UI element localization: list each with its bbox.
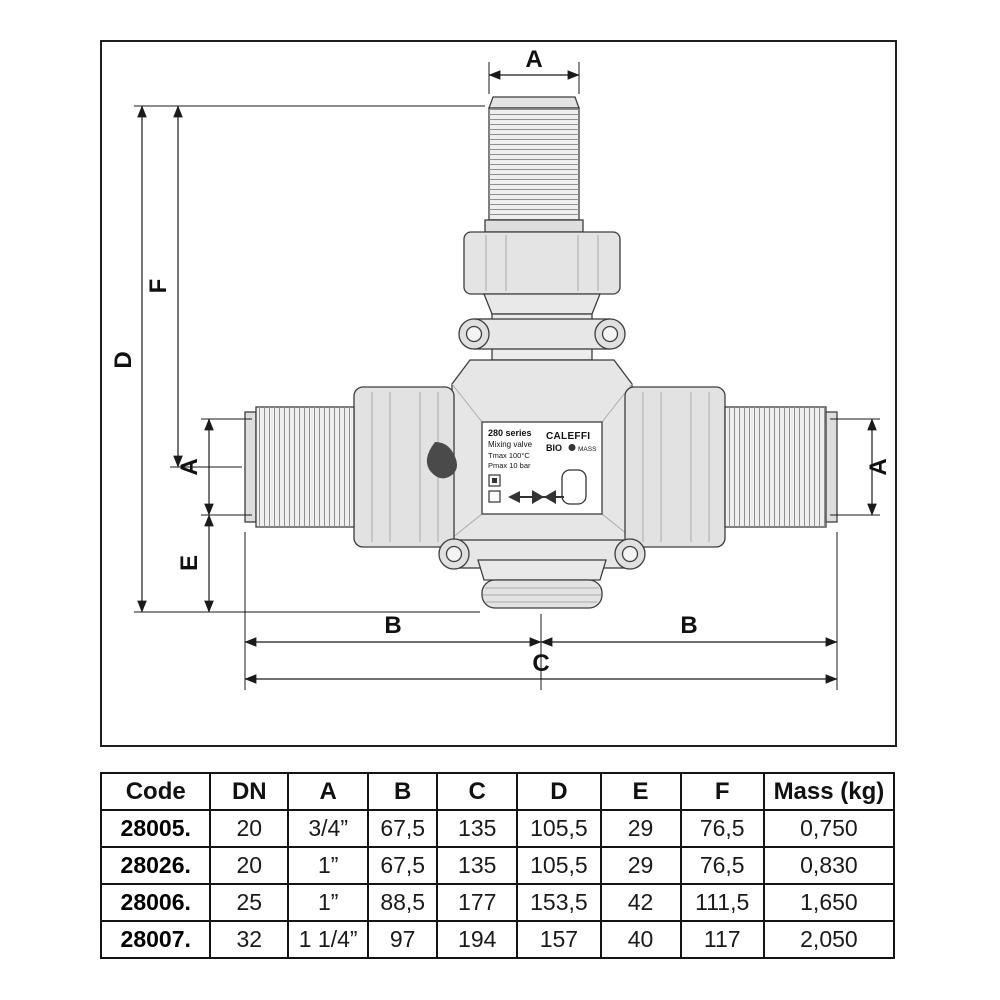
- cell-f: 76,5: [679, 846, 765, 885]
- cell-b: 67,5: [367, 846, 439, 885]
- cell-c: 194: [436, 920, 519, 959]
- cell-mass: 0,750: [762, 809, 896, 848]
- cell-d: 157: [516, 920, 602, 959]
- technical-drawing-panel: 280 series Mixing valve Tmax 100°C Pmax …: [100, 40, 897, 747]
- valve-symbol-icon: [532, 490, 556, 504]
- cell-dn: 20: [209, 846, 290, 885]
- dimensions-table: Code DN A B C D E F Mass (kg) 28005. 20 …: [99, 772, 896, 959]
- dim-label-c: C: [532, 650, 549, 677]
- cell-f: 117: [679, 920, 765, 959]
- label-tmax: Tmax 100°C: [488, 451, 530, 460]
- cell-f: 111,5: [679, 883, 765, 922]
- cell-dn: 20: [209, 809, 290, 848]
- cell-c: 135: [436, 846, 519, 885]
- right-union-nut: [624, 386, 726, 548]
- cell-dn: 25: [209, 883, 290, 922]
- cell-d: 153,5: [516, 883, 602, 922]
- col-header-e: E: [599, 772, 682, 811]
- col-header-b: B: [367, 772, 439, 811]
- dim-label-b-left: B: [384, 612, 401, 639]
- cell-e: 29: [599, 846, 682, 885]
- dim-label-b-right: B: [680, 612, 697, 639]
- dim-label-a-left: A: [176, 458, 203, 475]
- checkbox-icons: [488, 474, 501, 503]
- col-header-mass: Mass (kg): [762, 772, 896, 811]
- label-series-text: 280 series: [488, 428, 532, 438]
- cell-mass: 0,830: [762, 846, 896, 885]
- cell-e: 42: [599, 883, 682, 922]
- dim-E: E: [176, 514, 214, 613]
- cell-a: 1”: [287, 883, 370, 922]
- col-header-dn: DN: [209, 772, 290, 811]
- top-union-nut: [463, 231, 621, 295]
- cell-dn: 32: [209, 920, 290, 959]
- dim-F: F: [145, 105, 242, 468]
- brand-mass: MASS: [578, 446, 597, 453]
- cell-mass: 2,050: [762, 920, 896, 959]
- cell-b: 97: [367, 920, 439, 959]
- cell-a: 3/4”: [287, 809, 370, 848]
- left-connection: [244, 406, 355, 528]
- dim-B-right: B: [540, 532, 838, 690]
- table-row: 28026. 20 1” 67,5 135 105,5 29 76,5 0,83…: [99, 846, 896, 885]
- brand-caleffi: CALEFFI: [546, 431, 590, 442]
- boiler-icon: [561, 469, 587, 505]
- cell-mass: 1,650: [762, 883, 896, 922]
- dimension-annotations: A D F A: [110, 46, 892, 690]
- dim-label-a-top: A: [525, 46, 542, 73]
- table-row: 28005. 20 3/4” 67,5 135 105,5 29 76,5 0,…: [99, 809, 896, 848]
- dim-C: C: [244, 650, 838, 684]
- top-connection: [484, 96, 584, 233]
- label-valve-type: Mixing valve: [488, 440, 533, 449]
- flame-dot-icon: [568, 444, 576, 451]
- cell-f: 76,5: [679, 809, 765, 848]
- dim-label-a-right: A: [865, 458, 892, 475]
- cell-code: 28007.: [99, 920, 212, 959]
- table-header-row: Code DN A B C D E F Mass (kg): [99, 772, 896, 811]
- cell-code: 28026.: [99, 846, 212, 885]
- cell-b: 67,5: [367, 809, 439, 848]
- valve-drawing: 280 series Mixing valve Tmax 100°C Pmax …: [244, 96, 838, 609]
- cell-a: 1”: [287, 846, 370, 885]
- cell-e: 29: [599, 809, 682, 848]
- product-label: 280 series Mixing valve Tmax 100°C Pmax …: [481, 421, 603, 515]
- cell-b: 88,5: [367, 883, 439, 922]
- cell-c: 177: [436, 883, 519, 922]
- col-header-f: F: [679, 772, 765, 811]
- label-pmax: Pmax 10 bar: [488, 461, 531, 470]
- cell-e: 40: [599, 920, 682, 959]
- cell-c: 135: [436, 809, 519, 848]
- top-port-bosses: [458, 318, 626, 350]
- dim-label-e: E: [176, 555, 203, 571]
- brand-bio: BIO: [546, 443, 562, 453]
- dim-label-f: F: [145, 279, 172, 294]
- cell-code: 28005.: [99, 809, 212, 848]
- dim-A-right: A: [830, 418, 892, 516]
- caleffi-flame-icon: [426, 442, 457, 479]
- dim-A-top: A: [488, 46, 580, 94]
- bottom-cap: [477, 559, 607, 609]
- right-connection: [724, 406, 838, 528]
- dim-label-d: D: [110, 351, 137, 368]
- cell-a: 1 1/4”: [287, 920, 370, 959]
- cell-d: 105,5: [516, 846, 602, 885]
- col-header-c: C: [436, 772, 519, 811]
- col-header-d: D: [516, 772, 602, 811]
- table-row: 28006. 25 1” 88,5 177 153,5 42 111,5 1,6…: [99, 883, 896, 922]
- col-header-a: A: [287, 772, 370, 811]
- dim-D: D: [110, 105, 485, 613]
- valve-dimension-drawing: 280 series Mixing valve Tmax 100°C Pmax …: [110, 46, 892, 690]
- col-header-code: Code: [99, 772, 212, 811]
- table-row: 28007. 32 1 1/4” 97 194 157 40 117 2,050: [99, 920, 896, 959]
- cell-d: 105,5: [516, 809, 602, 848]
- cell-code: 28006.: [99, 883, 212, 922]
